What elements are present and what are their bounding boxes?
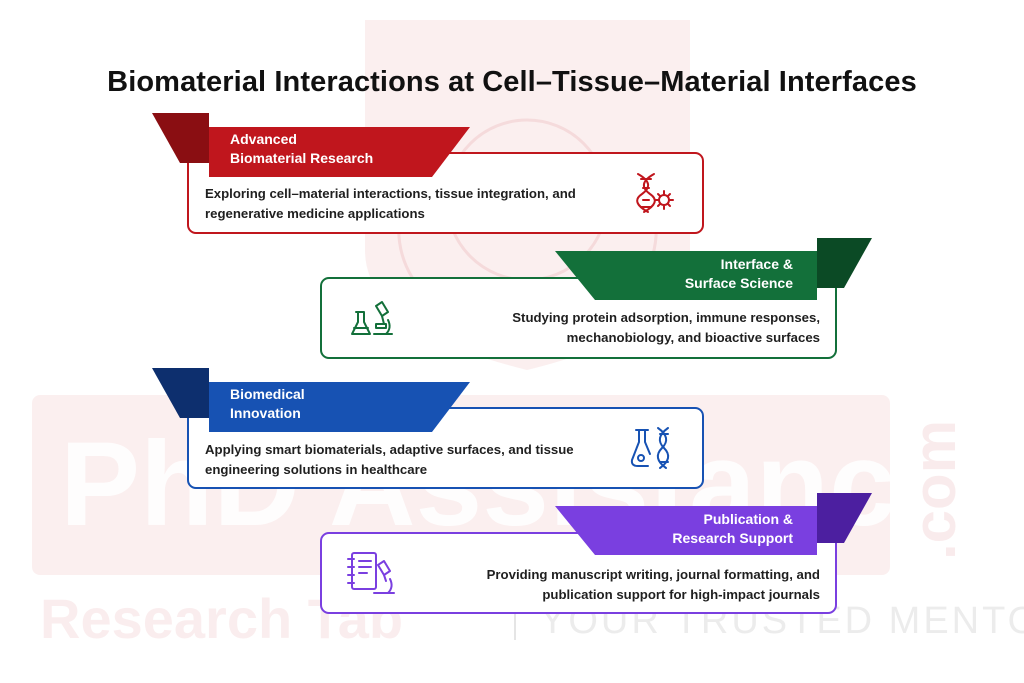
watermark-domain: .com xyxy=(901,420,968,560)
desc-advanced-biomaterial-research: Exploring cell–material interactions, ti… xyxy=(205,186,576,221)
desc-publication-research-support: Providing manuscript writing, journal fo… xyxy=(486,567,820,602)
notebook-microscope-icon xyxy=(347,552,395,594)
banner-title-interface-surface-science: Interface & Surface Science xyxy=(684,256,793,291)
banner-title-biomedical-innovation: Biomedical Innovation xyxy=(230,386,305,421)
lab-flask-microscope-icon xyxy=(351,301,393,335)
banner-title-advanced-biomaterial-research: Advanced Biomaterial Research xyxy=(230,131,374,166)
desc-biomedical-innovation: Applying smart biomaterials, adaptive su… xyxy=(205,442,574,477)
dna-gear-icon xyxy=(636,173,674,213)
banner-title-publication-research-support: Publication & Research Support xyxy=(672,511,793,546)
desc-interface-surface-science: Studying protein adsorption, immune resp… xyxy=(512,310,820,345)
flask-dna-icon xyxy=(630,427,670,469)
page-title: Biomaterial Interactions at Cell–Tissue–… xyxy=(107,66,917,98)
